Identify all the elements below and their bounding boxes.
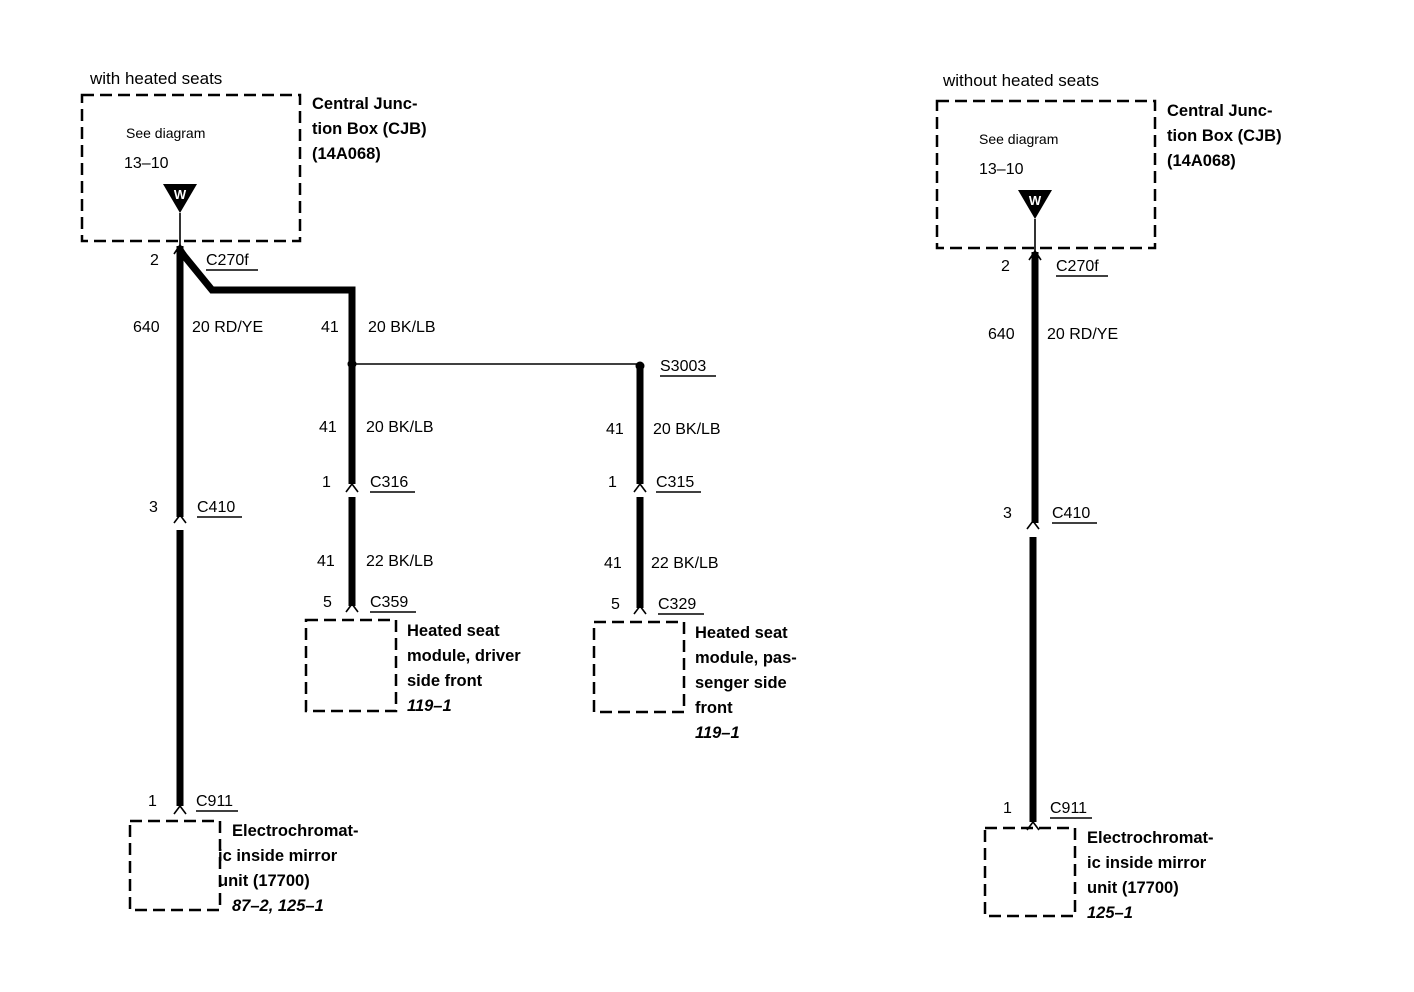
c316-pin: 1: [322, 474, 331, 491]
cjb-outline: [935, 99, 1157, 250]
driver-lower-gauge-color: 22 BK/LB: [366, 553, 434, 570]
variant-without-heated-seats: without heated seats See diagram 13–10 W…: [935, 71, 1282, 922]
cjb-title-line-1: Central Junc-: [312, 95, 417, 113]
passenger-module-line-1: Heated seat: [695, 624, 788, 642]
cjb-see-diagram: See diagram: [979, 131, 1058, 147]
c911-pin: 1: [148, 793, 157, 810]
mirror-line-3: unit (17700): [1087, 879, 1179, 897]
c911-label: C911: [196, 793, 233, 810]
c315-arrow-icon: [633, 482, 647, 493]
cjb-diagram-ref: 13–10: [124, 155, 169, 172]
connector-w-icon: W: [1018, 190, 1052, 219]
c315-pin: 1: [608, 474, 617, 491]
passenger-module-line-3: senger side: [695, 674, 787, 692]
feed-wire-gauge-color: 20 RD/YE: [1047, 326, 1118, 343]
c410-label: C410: [197, 499, 235, 516]
mirror-line-2: ic inside mirror: [218, 847, 338, 865]
c329-label: C329: [658, 596, 696, 613]
cjb-title-line-3: (14A068): [312, 145, 381, 163]
variant-label: without heated seats: [942, 71, 1099, 90]
passenger-seat-module-outline: [592, 620, 686, 714]
cjb-title-line-3: (14A068): [1167, 152, 1236, 170]
c270f-pin: 2: [1001, 258, 1010, 275]
c270f-arrow-icon: [1028, 249, 1042, 261]
variant-label: with heated seats: [89, 69, 222, 88]
c911-label: C911: [1050, 800, 1087, 817]
cjb-title-line-2: tion Box (CJB): [312, 120, 427, 138]
driver-lower-circuit: 41: [317, 553, 335, 570]
driver-module-line-2: module, driver: [407, 647, 521, 665]
c316-arrow-icon: [345, 482, 359, 493]
variant-with-heated-seats: with heated seats See diagram 13–10 W Ce…: [80, 69, 797, 915]
mirror-ref: 87–2, 125–1: [232, 897, 324, 915]
driver-seat-module-outline: [304, 618, 398, 713]
mirror-line-3: unit (17700): [218, 872, 310, 890]
passenger-upper-circuit: 41: [606, 421, 624, 438]
c410-arrow-icon: [173, 513, 187, 524]
c911-arrow-icon: [173, 804, 187, 815]
c270f-arrow-icon: [173, 243, 187, 255]
central-junction-box: See diagram 13–10 W Central Junc- tion B…: [80, 93, 427, 243]
connector-w-letter: W: [174, 187, 187, 202]
splice-label: S3003: [660, 358, 706, 375]
c410-pin: 3: [1003, 505, 1012, 522]
passenger-upper-gauge-color: 20 BK/LB: [653, 421, 721, 438]
c270f-label: C270f: [1056, 258, 1099, 275]
mirror-ref: 125–1: [1087, 904, 1133, 922]
passenger-module-line-2: module, pas-: [695, 649, 797, 667]
driver-upper-circuit: 41: [319, 419, 337, 436]
c270f-label: C270f: [206, 252, 249, 269]
c410-label: C410: [1052, 505, 1090, 522]
splice-node-driver: [347, 359, 357, 369]
mirror-line-1: Electrochromat-: [1087, 829, 1214, 847]
cjb-title-line-2: tion Box (CJB): [1167, 127, 1282, 145]
driver-module-ref: 119–1: [407, 697, 452, 715]
c359-pin: 5: [323, 594, 332, 611]
driver-upper-gauge-color: 20 BK/LB: [366, 419, 434, 436]
c329-pin: 5: [611, 596, 620, 613]
c911-pin: 1: [1003, 800, 1012, 817]
cjb-see-diagram: See diagram: [126, 125, 205, 141]
c410-pin: 3: [149, 499, 158, 516]
passenger-module-ref: 119–1: [695, 724, 740, 742]
connector-w-icon: W: [163, 184, 197, 213]
c315-label: C315: [656, 474, 694, 491]
connector-w-letter: W: [1029, 193, 1042, 208]
c359-label: C359: [370, 594, 408, 611]
driver-module-line-1: Heated seat: [407, 622, 500, 640]
feed-wire-circuit: 640: [988, 326, 1015, 343]
branch-wire: [178, 249, 356, 364]
mirror-line-2: ic inside mirror: [1087, 854, 1207, 872]
passenger-module-line-4: front: [695, 699, 733, 717]
passenger-lower-circuit: 41: [604, 555, 622, 572]
branch-wire-gauge-color: 20 BK/LB: [368, 319, 436, 336]
mirror-unit-outline: [128, 819, 222, 912]
splice-node-passenger: [635, 361, 645, 371]
mirror-line-1: Electrochromat-: [232, 822, 359, 840]
cjb-diagram-ref: 13–10: [979, 161, 1024, 178]
central-junction-box: See diagram 13–10 W Central Junc- tion B…: [935, 99, 1282, 250]
mirror-unit-outline: [983, 826, 1077, 918]
c316-label: C316: [370, 474, 408, 491]
c410-arrow-icon: [1026, 519, 1040, 530]
c329-arrow-icon: [633, 604, 647, 615]
cjb-title-line-1: Central Junc-: [1167, 102, 1272, 120]
c270f-pin: 2: [150, 252, 159, 269]
driver-module-line-3: side front: [407, 672, 483, 690]
branch-wire-circuit: 41: [321, 319, 339, 336]
passenger-lower-gauge-color: 22 BK/LB: [651, 555, 719, 572]
c359-arrow-icon: [345, 602, 359, 613]
cjb-outline: [80, 93, 302, 243]
feed-wire-gauge-color: 20 RD/YE: [192, 319, 263, 336]
feed-wire-circuit: 640: [133, 319, 160, 336]
